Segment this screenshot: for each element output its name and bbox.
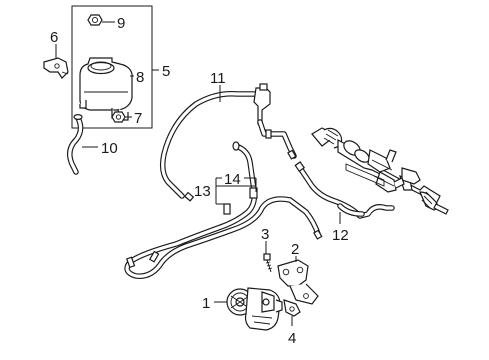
callout-5: 5: [162, 63, 170, 80]
cooler-lines-icon: [124, 141, 323, 279]
reservoir-tank-icon: [79, 57, 133, 121]
callout-1: 1: [202, 295, 210, 312]
callout-11: 11: [210, 70, 226, 87]
pump-support-bracket-icon: [283, 299, 301, 317]
reservoir-cap-icon: [87, 14, 103, 26]
callout-13-bracket: [215, 177, 257, 205]
callout-9: 9: [117, 15, 125, 32]
steering-gear-rack-icon: [311, 127, 449, 215]
pump-bracket-icon: [277, 259, 319, 305]
reservoir-assembly-group: 5 9 8 7: [71, 5, 170, 129]
power-steering-pump-icon: [226, 287, 283, 331]
bracket-bolt-icon: [263, 253, 273, 273]
callout-10: 10: [101, 140, 118, 157]
reservoir-assembly-frame: [71, 5, 153, 129]
callout-4: 4: [288, 330, 296, 347]
reservoir-mount-bracket-icon: [43, 57, 69, 79]
callout-6: 6: [50, 29, 58, 46]
callout-8: 8: [136, 69, 144, 86]
callout-12: 12: [332, 227, 349, 244]
callout-2: 2: [291, 241, 299, 258]
callout-7: 7: [134, 110, 142, 127]
reservoir-nut-icon: [111, 111, 126, 123]
return-line-icon: [294, 161, 395, 219]
callout-3: 3: [261, 226, 269, 243]
callout-13: 13: [194, 183, 211, 200]
suction-hose-icon: [67, 113, 84, 175]
callout-14: 14: [224, 171, 241, 188]
